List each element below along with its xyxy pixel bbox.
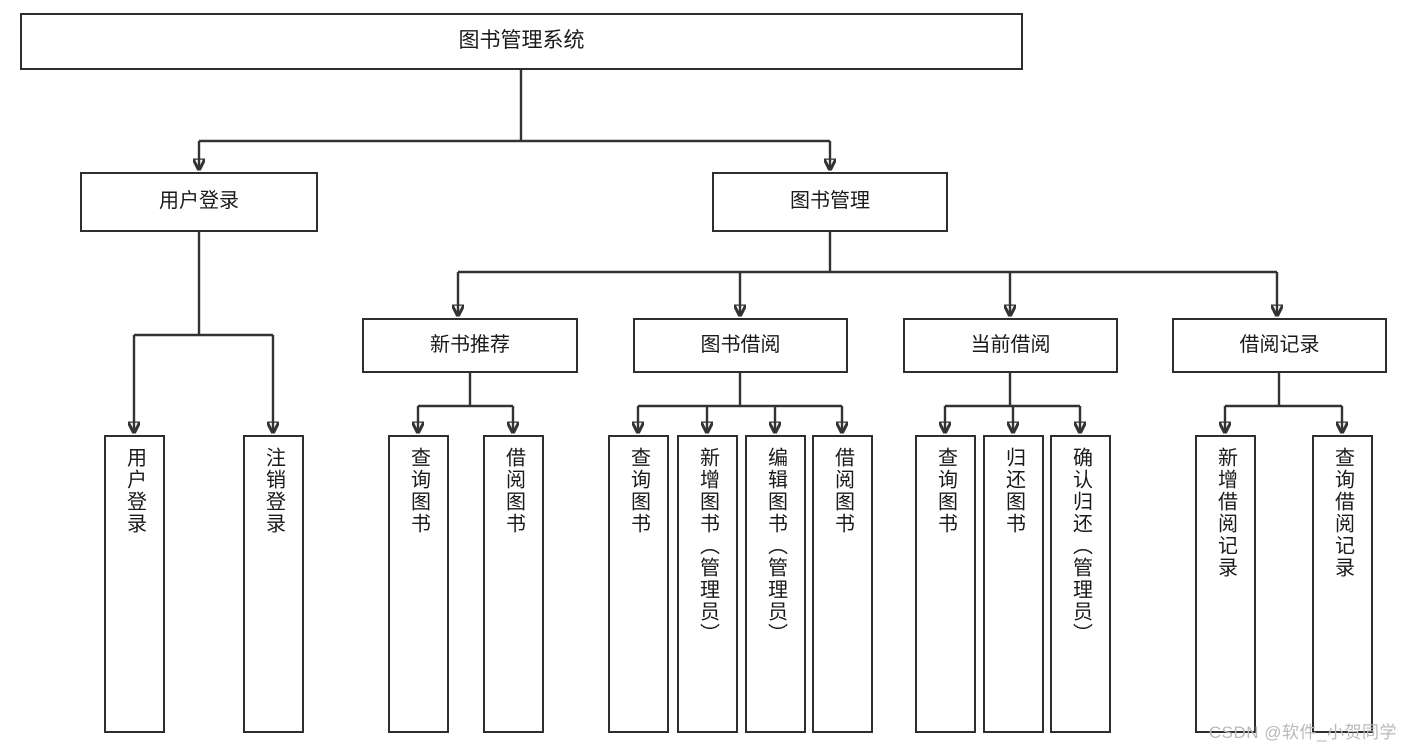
node-book-manage-label: 图书管理 [790,190,870,213]
node-leaf-borrow-book-label: 借阅图书 [831,447,854,535]
node-leaf-add-record-label: 新增借阅记录 [1214,447,1237,579]
node-user-login[interactable]: 用户登录 [80,172,318,232]
node-book-manage[interactable]: 图书管理 [712,172,948,232]
node-root[interactable]: 图书管理系统 [20,13,1023,70]
node-leaf-borrow-book-rec[interactable]: 借阅图书 [483,435,544,733]
node-user-login-label: 用户登录 [159,190,239,213]
node-leaf-edit-book[interactable]: 编辑图书（管理员） [745,435,806,733]
csdn-watermark: CSDN @软件_小贺同学 [1208,723,1397,742]
node-leaf-query-record[interactable]: 查询借阅记录 [1312,435,1373,733]
node-leaf-return-book[interactable]: 归还图书 [983,435,1044,733]
node-new-book-rec-label: 新书推荐 [430,333,510,356]
node-leaf-add-record[interactable]: 新增借阅记录 [1195,435,1256,733]
node-book-borrow[interactable]: 图书借阅 [633,318,848,373]
node-leaf-user-logout[interactable]: 注销登录 [243,435,304,733]
node-leaf-edit-book-label: 编辑图书（管理员） [764,447,787,645]
node-leaf-query-book-cur[interactable]: 查询图书 [915,435,976,733]
node-new-book-rec[interactable]: 新书推荐 [362,318,578,373]
node-leaf-add-book-label: 新增图书（管理员） [696,447,719,645]
node-book-borrow-label: 图书借阅 [700,333,781,356]
node-leaf-borrow-book[interactable]: 借阅图书 [812,435,873,733]
node-leaf-user-logout-label: 注销登录 [262,447,285,535]
node-leaf-borrow-book-rec-label: 借阅图书 [502,447,525,535]
node-leaf-confirm-return[interactable]: 确认归还（管理员） [1050,435,1111,733]
node-borrow-records[interactable]: 借阅记录 [1172,318,1387,373]
node-leaf-query-book-bor[interactable]: 查询图书 [608,435,669,733]
node-root-label: 图书管理系统 [458,29,585,53]
node-leaf-query-book-bor-label: 查询图书 [627,447,650,535]
node-leaf-query-book-cur-label: 查询图书 [934,447,957,535]
node-leaf-add-book[interactable]: 新增图书（管理员） [677,435,738,733]
node-borrow-records-label: 借阅记录 [1239,333,1320,356]
node-leaf-user-login[interactable]: 用户登录 [104,435,165,733]
node-current-borrow[interactable]: 当前借阅 [903,318,1118,373]
node-current-borrow-label: 当前借阅 [970,333,1051,356]
node-leaf-user-login-label: 用户登录 [123,447,146,535]
node-leaf-confirm-return-label: 确认归还（管理员） [1069,447,1092,645]
node-leaf-query-book-rec-label: 查询图书 [407,447,430,535]
node-leaf-query-book-rec[interactable]: 查询图书 [388,435,449,733]
node-leaf-query-record-label: 查询借阅记录 [1331,447,1354,579]
node-leaf-return-book-label: 归还图书 [1002,447,1025,535]
